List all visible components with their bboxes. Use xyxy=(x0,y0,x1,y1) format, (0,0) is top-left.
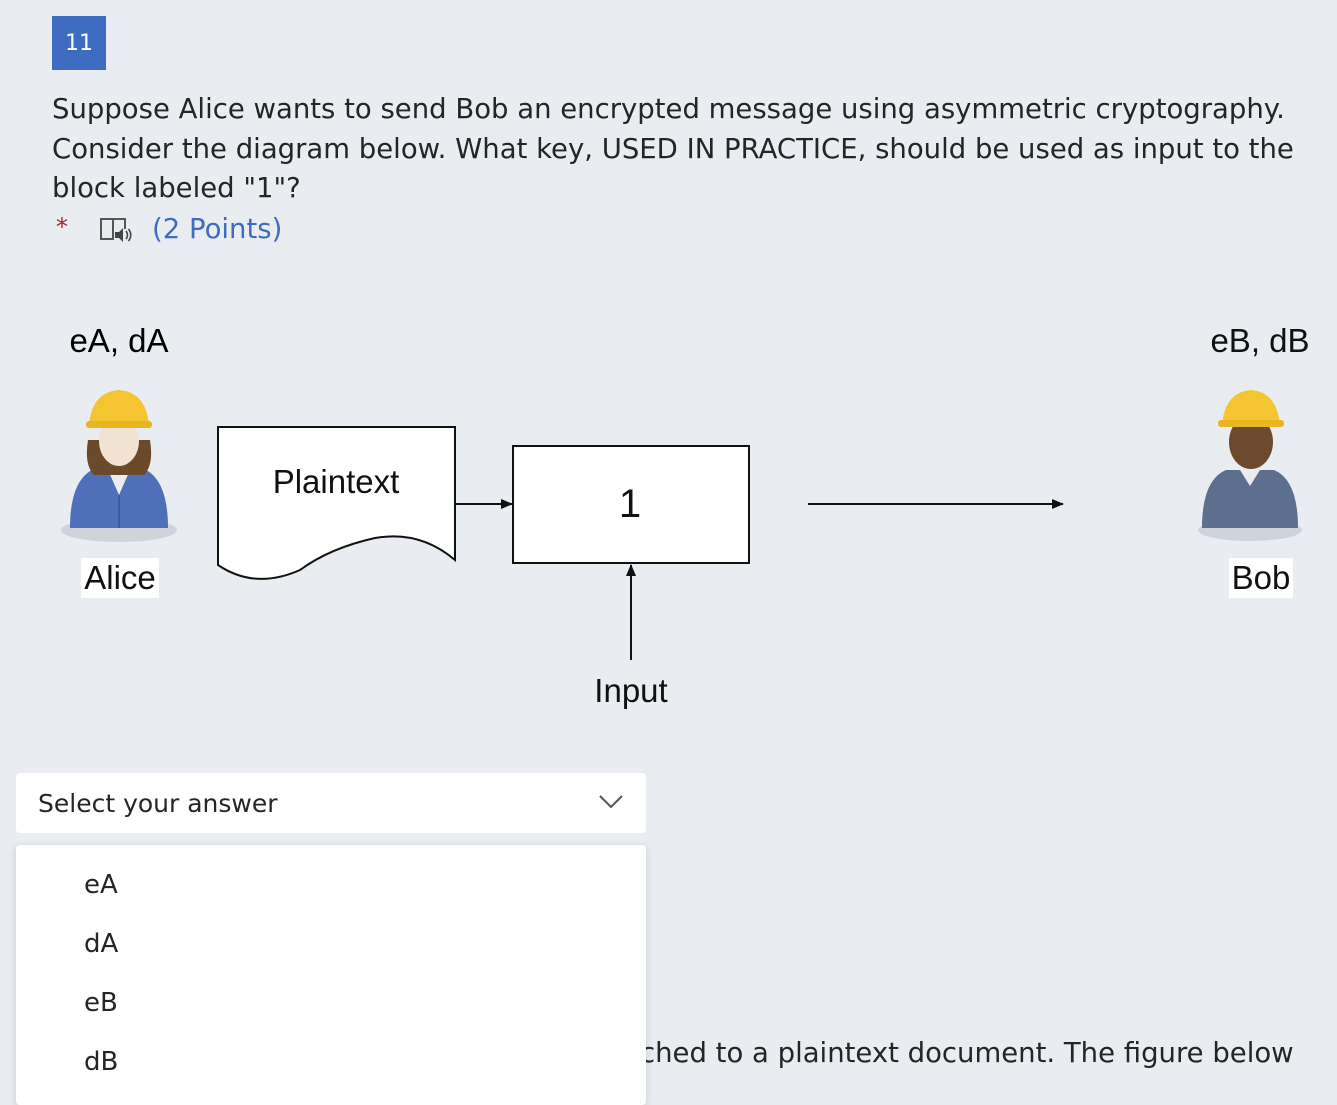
answer-option-da[interactable]: dA xyxy=(84,928,119,959)
question-meta: * (2 Points) xyxy=(56,208,282,250)
question-text: Suppose Alice wants to send Bob an encry… xyxy=(52,93,1294,204)
next-question-text: ched to a plaintext document. The figure… xyxy=(646,1034,1336,1082)
encryption-block xyxy=(512,445,750,564)
plaintext-document-shape xyxy=(217,426,456,580)
plaintext-label: Plaintext xyxy=(273,463,400,500)
immersive-reader-icon[interactable] xyxy=(98,213,132,245)
points-label: (2 Points) xyxy=(152,213,283,245)
encryption-diagram: eA, dA Alice eB, dB Bob Plaintext 1 Inpu… xyxy=(61,322,1310,709)
answer-dropdown-list: eA dA eB dB xyxy=(16,845,646,1105)
bob-avatar-icon xyxy=(1198,390,1302,541)
answer-select[interactable]: Select your answer xyxy=(16,773,646,833)
alice-avatar-icon xyxy=(61,390,177,542)
answer-select-placeholder: Select your answer xyxy=(38,788,278,818)
answer-option-ea[interactable]: eA xyxy=(84,869,118,900)
input-label: Input xyxy=(594,672,667,709)
answer-option-db[interactable]: dB xyxy=(84,1046,119,1077)
bob-label: Bob xyxy=(1232,559,1291,596)
alice-label: Alice xyxy=(84,559,156,596)
bob-keys-label: eB, dB xyxy=(1210,322,1309,359)
answer-option-eb[interactable]: eB xyxy=(84,987,118,1018)
next-question-fragment: ched to a plaintext document. The figure… xyxy=(646,1037,1294,1069)
alice-keys-label: eA, dA xyxy=(69,322,168,359)
block-label: 1 xyxy=(619,482,641,526)
required-marker: * xyxy=(56,213,68,241)
question-number-badge: 11 xyxy=(52,16,106,70)
chevron-down-icon xyxy=(599,795,623,809)
